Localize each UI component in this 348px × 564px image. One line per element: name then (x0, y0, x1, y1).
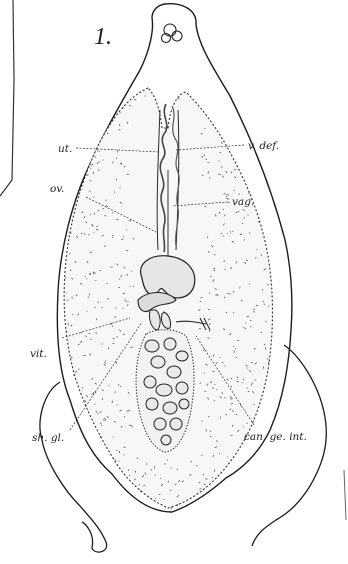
testis-lobe (144, 376, 156, 388)
testis-lobe (163, 402, 177, 414)
testis-lobe (154, 418, 166, 430)
testis-lobe (146, 398, 158, 410)
label-v-def: v. def. (248, 140, 279, 152)
testis-lobe (167, 366, 181, 378)
label-vit: vit. (30, 348, 47, 360)
testis-lobe (170, 418, 182, 430)
left-border-line (0, 0, 14, 196)
label-sh-gl: sh. gl. (32, 432, 64, 444)
testis-lobe (145, 340, 159, 352)
label-ov: ov. (50, 183, 64, 195)
right-edge-tick (344, 470, 346, 520)
testis-lobe (176, 382, 188, 394)
testis-lobe (176, 351, 188, 361)
testis-lobe (151, 356, 165, 368)
label-ut: ut. (58, 143, 72, 155)
testis-lobe (179, 399, 189, 409)
label-vag: vag. (232, 196, 254, 208)
testis-lobe (161, 435, 171, 445)
figure-number: 1. (94, 24, 112, 50)
testis-lobe (156, 384, 172, 396)
testis-lobe (164, 338, 176, 350)
label-can-ge-int: can. ge. int. (244, 431, 307, 443)
